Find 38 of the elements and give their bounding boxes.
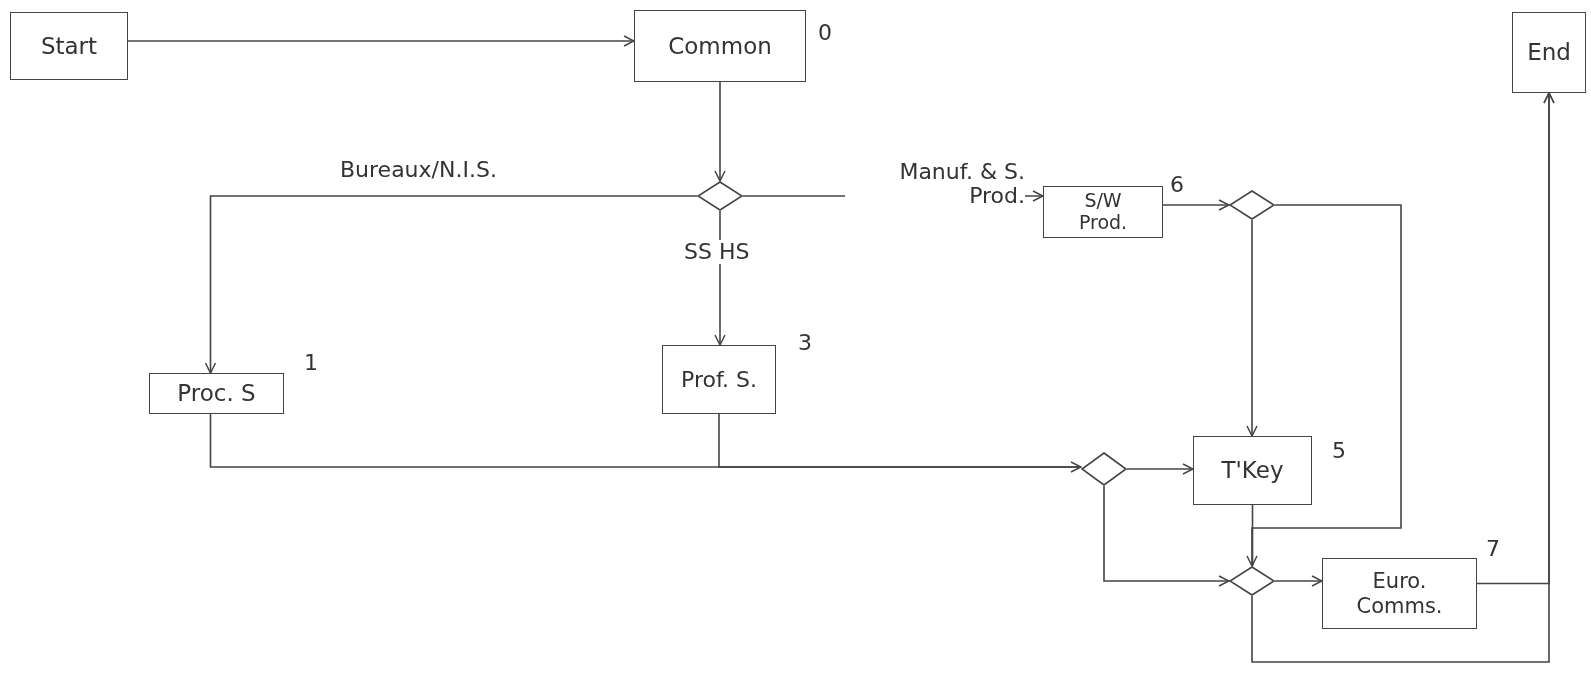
- callout-number: 0: [818, 20, 832, 45]
- decision-diamond: [1229, 566, 1275, 596]
- box-label: S/W Prod.: [1077, 190, 1129, 234]
- process-box: [149, 373, 284, 414]
- arrow: [1246, 219, 1258, 437]
- callout-number: 5: [1332, 438, 1346, 463]
- arrow: [1103, 485, 1230, 587]
- callout-number: 6: [1170, 172, 1184, 197]
- box-label: T'Key: [1221, 457, 1284, 484]
- box-label: Euro. Comms.: [1355, 569, 1444, 618]
- arrow: [714, 81, 726, 182]
- process-box: [634, 10, 806, 82]
- decision-diamond: [697, 181, 743, 211]
- arrow: [1251, 92, 1555, 663]
- decision-diamond: [1081, 452, 1127, 486]
- box-label: Common: [668, 32, 772, 60]
- box-label: End: [1527, 39, 1571, 66]
- callout-number: 1: [304, 350, 318, 375]
- process-box: [662, 345, 776, 414]
- arrow: [127, 35, 635, 47]
- process-box: [10, 12, 128, 80]
- decision-diamond: [1229, 190, 1275, 220]
- callout-number: 7: [1486, 536, 1500, 561]
- process-box: [1322, 558, 1477, 629]
- arrow: [204, 195, 698, 374]
- process-box: [1512, 12, 1586, 93]
- callout-number: 3: [798, 330, 812, 355]
- arrow: [1246, 204, 1402, 567]
- arrow: [1274, 575, 1323, 587]
- arrow: [1126, 463, 1194, 475]
- process-box: [1193, 436, 1312, 505]
- arrow: [1162, 199, 1230, 211]
- edge-label: SS HS: [684, 240, 750, 265]
- process-box: [1043, 186, 1163, 238]
- box-label: Start: [40, 32, 98, 60]
- arrow: [718, 413, 1082, 473]
- box-label: Proc. S: [177, 380, 256, 407]
- box-label: Prof. S.: [681, 366, 757, 393]
